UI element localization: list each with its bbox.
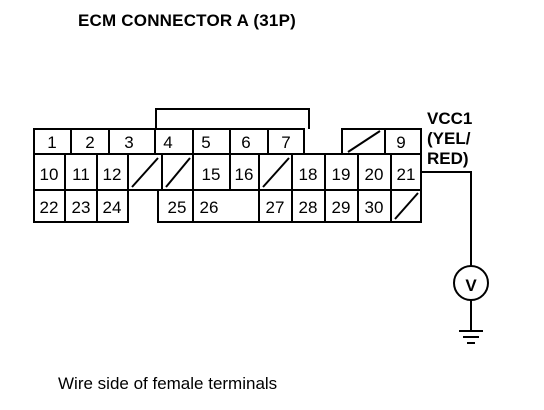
terminal-29: 29: [332, 198, 351, 217]
terminal-7: 7: [281, 133, 290, 152]
terminal-26: 26: [200, 198, 219, 217]
terminal-15: 15: [202, 165, 221, 184]
ground-icon: [459, 330, 483, 344]
voltmeter-label: V: [465, 276, 477, 295]
terminal-30: 30: [365, 198, 384, 217]
wire-color-line2: RED): [427, 149, 469, 168]
terminal-5: 5: [201, 133, 210, 152]
terminal-18: 18: [299, 165, 318, 184]
empty-cavity-17: [262, 157, 290, 188]
terminal-28: 28: [299, 198, 318, 217]
signal-wire: [421, 171, 472, 266]
terminal-12: 12: [103, 165, 122, 184]
empty-cavity-31: [394, 192, 419, 220]
connector-title: ECM CONNECTOR A (31P): [78, 11, 296, 30]
terminal-23: 23: [72, 198, 91, 217]
signal-name: VCC1: [427, 109, 472, 128]
diagram-caption: Wire side of female terminals: [58, 374, 278, 393]
terminal-25: 25: [168, 198, 187, 217]
terminal-3: 3: [124, 133, 133, 152]
wire-color-line1: (YEL/: [427, 129, 471, 148]
terminal-6: 6: [241, 133, 250, 152]
empty-cavity-14: [165, 157, 191, 188]
terminal-19: 19: [332, 165, 351, 184]
terminal-11: 11: [72, 165, 90, 184]
terminal-9: 9: [396, 133, 405, 152]
terminal-22: 22: [40, 198, 59, 217]
connector-lock-tab: [155, 108, 310, 129]
terminal-4: 4: [163, 133, 172, 152]
terminal-1: 1: [47, 133, 56, 152]
empty-cavity-13: [131, 157, 159, 188]
terminal-21: 21: [397, 165, 416, 184]
empty-cavity-8: [347, 130, 381, 153]
terminal-2: 2: [85, 133, 94, 152]
terminal-24: 24: [103, 198, 122, 217]
terminal-27: 27: [266, 198, 285, 217]
terminal-16: 16: [235, 165, 254, 184]
terminal-10: 10: [40, 165, 59, 184]
terminal-20: 20: [365, 165, 384, 184]
